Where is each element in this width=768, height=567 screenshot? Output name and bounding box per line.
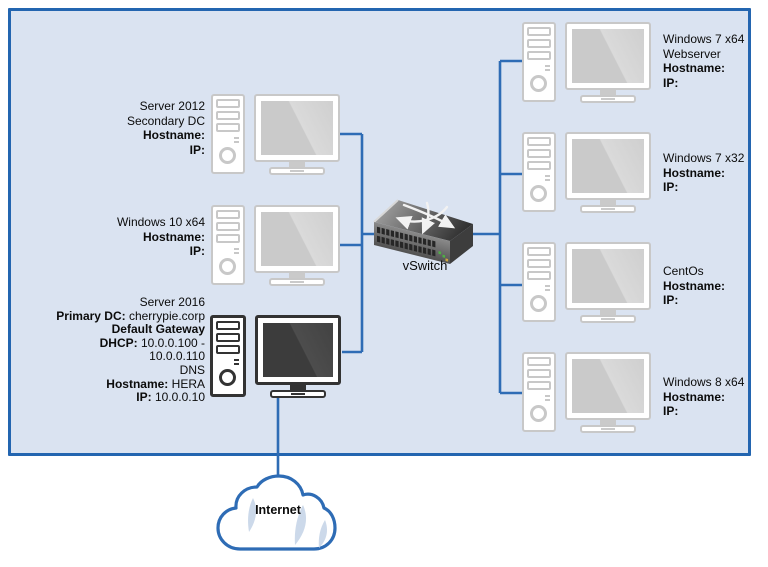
label-line: Primary DC: cherrypie.corp: [56, 308, 205, 323]
label-line: IP:: [663, 75, 679, 90]
power-button-icon: [530, 295, 547, 312]
label-line: Webserver: [663, 46, 721, 61]
label-line: 10.0.0.110: [149, 349, 205, 364]
label-line: Server 2016: [139, 295, 205, 309]
computer-node-windows-7-x64: [522, 22, 651, 103]
label-line: Windows 7 x64: [663, 32, 745, 46]
vswitch-label: vSwitch: [402, 258, 448, 273]
power-button-icon: [219, 258, 236, 275]
computer-monitor-icon: [254, 205, 340, 286]
label-line: Windows 10 x64: [116, 215, 205, 229]
label-line: Hostname:: [663, 389, 726, 404]
label-line: DHCP: 10.0.0.100 -: [99, 335, 205, 350]
label-line: IP: 10.0.0.10: [136, 390, 205, 405]
power-button-icon: [530, 75, 547, 92]
label-line: Secondary DC: [126, 113, 205, 128]
label-line: IP:: [663, 293, 679, 307]
computer-node-windows-7-x32: [522, 132, 651, 213]
computer-monitor-icon: [565, 132, 651, 213]
label-line: Hostname:: [142, 128, 205, 142]
label-line: Windows 7 x32: [663, 151, 745, 165]
computer-node-server-2016: [210, 315, 341, 398]
computer-tower-icon: [211, 205, 245, 285]
tower-led-icon: [545, 285, 550, 293]
label-line: IP:: [663, 180, 679, 194]
network-lines: [276, 59, 524, 482]
computer-node-centos: [522, 242, 651, 323]
label-line: IP:: [189, 244, 205, 258]
computer-tower-icon: [522, 352, 556, 432]
internet-cloud-icon: [216, 474, 337, 551]
power-button-icon: [530, 185, 547, 202]
label-line: Hostname:: [142, 229, 205, 244]
vswitch-icon: [373, 199, 473, 265]
switch-ports: [377, 226, 436, 257]
tower-led-icon: [545, 175, 550, 183]
computer-monitor-icon: [565, 22, 651, 103]
tower-led-icon: [234, 248, 239, 256]
power-button-icon: [219, 369, 236, 386]
computer-tower-icon: [522, 242, 556, 322]
computer-tower-icon: [522, 132, 556, 212]
computer-monitor-icon: [255, 315, 341, 398]
computer-node-windows-10-x64: [211, 205, 340, 286]
label-line: Hostname: HERA: [106, 376, 205, 391]
label-line: Hostname:: [663, 165, 726, 180]
computer-monitor-icon: [565, 352, 651, 433]
power-button-icon: [530, 405, 547, 422]
computer-monitor-icon: [565, 242, 651, 323]
computer-node-windows-8-x64: [522, 352, 651, 433]
label-line: CentOs: [663, 264, 704, 278]
label-line: Hostname:: [663, 61, 726, 75]
tower-led-icon: [234, 137, 239, 145]
internet-label: Internet: [255, 503, 301, 517]
computer-tower-icon: [211, 94, 245, 174]
label-line: Server 2012: [139, 99, 205, 113]
computer-monitor-icon: [254, 94, 340, 175]
tower-led-icon: [545, 395, 550, 403]
label-line: IP:: [189, 142, 205, 157]
tower-led-icon: [545, 65, 550, 73]
computer-node-server-2012: [211, 94, 340, 175]
computer-tower-icon: [210, 315, 246, 397]
label-line: IP:: [663, 404, 679, 418]
label-line: Windows 8 x64: [663, 375, 745, 389]
switch-arrows-glyph: [395, 201, 456, 235]
label-line: Default Gateway: [111, 322, 205, 337]
power-button-icon: [219, 147, 236, 164]
label-line: Hostname:: [663, 278, 726, 293]
label-line: DNS: [179, 362, 205, 377]
tower-led-icon: [234, 359, 239, 367]
computer-tower-icon: [522, 22, 556, 102]
